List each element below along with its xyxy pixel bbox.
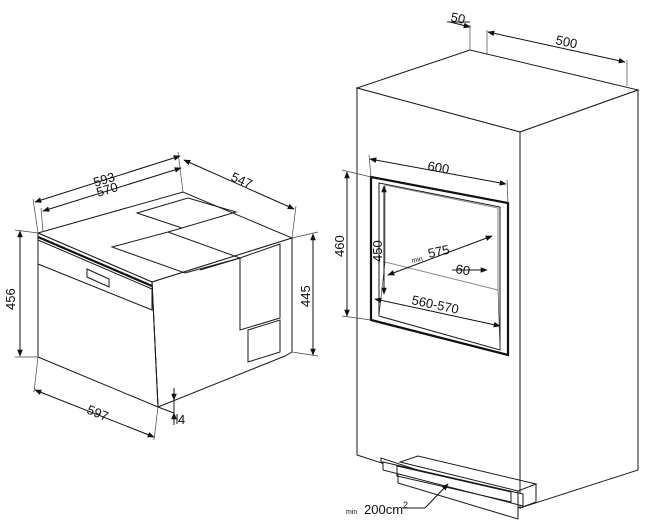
dim-label-456: 456 — [3, 288, 18, 310]
oven-drawing — [36, 191, 294, 414]
vent-area-label: 200cm2 — [364, 500, 408, 517]
dim-label-597: 597 — [85, 402, 111, 424]
dim-label-60: 60 — [454, 261, 471, 278]
dim-label-593: 593 — [91, 169, 116, 190]
dim-label-500: 500 — [554, 32, 578, 51]
min-prefix-vent: min — [346, 509, 357, 516]
dim-label-575: 575 — [427, 242, 451, 261]
dim-label-50: 50 — [449, 9, 466, 27]
dim-label-445: 445 — [298, 285, 313, 307]
cabinet-dimensions — [341, 21, 628, 509]
oven-dimensions — [14, 151, 319, 441]
dim-label-570: 570 — [94, 179, 119, 200]
min-prefix-575: min — [411, 256, 424, 265]
dim-label-4: 4 — [178, 412, 185, 427]
dim-label-600: 600 — [426, 158, 450, 177]
dim-label-450: 450 — [370, 240, 385, 262]
cabinet-drawing — [355, 49, 640, 520]
dim-label-460: 460 — [332, 235, 347, 257]
dim-label-547: 547 — [229, 169, 255, 192]
